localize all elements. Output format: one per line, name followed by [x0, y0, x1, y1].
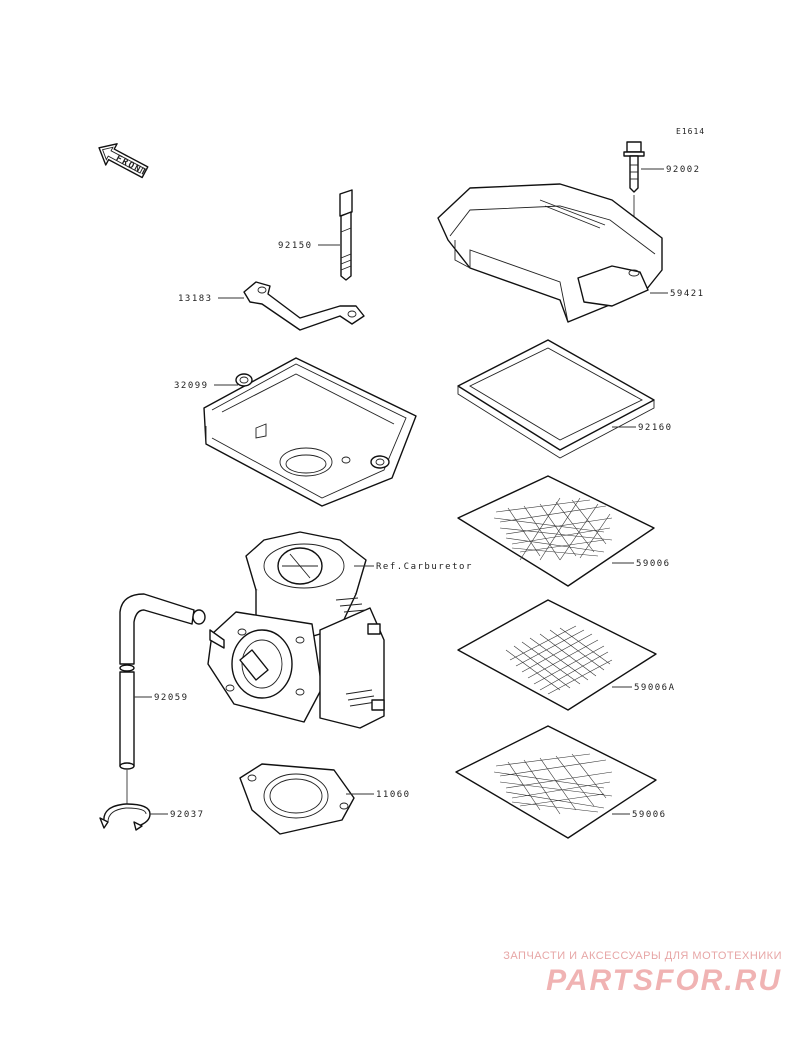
front-arrow-icon: FRONT: [98, 143, 149, 179]
screen-59006-lower: [455, 725, 657, 839]
callout-59421: 59421: [670, 289, 705, 299]
callout-59006A: 59006A: [634, 683, 676, 693]
drawing-code: E1614: [676, 127, 705, 136]
air-cleaner-cover-59421: [437, 183, 663, 323]
svg-text:FRONT: FRONT: [114, 154, 149, 179]
bracket-13183: [243, 281, 365, 331]
callout-13183: 13183: [178, 294, 213, 304]
stud-92150: [339, 189, 353, 281]
carburetor: [207, 531, 385, 729]
callout-92150: 92150: [278, 241, 313, 251]
watermark-tagline: ЗАПЧАСТИ И АКСЕССУАРЫ ДЛЯ МОТОТЕХНИКИ: [503, 950, 782, 962]
callout-92037: 92037: [170, 810, 205, 820]
callout-92160: 92160: [638, 423, 673, 433]
gasket-11060: [239, 763, 355, 835]
callout-92002: 92002: [666, 165, 701, 175]
clamp-92037: [99, 803, 151, 831]
callout-92059: 92059: [154, 693, 189, 703]
bolt-92002: [623, 141, 645, 193]
screen-59006-upper: [457, 475, 655, 587]
seal-92160: [457, 339, 655, 459]
screen-59006A: [457, 599, 657, 711]
watermark: ЗАПЧАСТИ И АКСЕССУАРЫ ДЛЯ МОТОТЕХНИКИ PA…: [503, 950, 782, 998]
callout-11060: 11060: [376, 790, 411, 800]
air-cleaner-case-32099: [203, 357, 417, 507]
callout-ref-carburetor: Ref.Carburetor: [376, 562, 473, 572]
tube-92059: [119, 593, 206, 770]
callout-59006-upper: 59006: [636, 559, 671, 569]
callout-59006-lower: 59006: [632, 810, 667, 820]
callout-32099: 32099: [174, 381, 209, 391]
watermark-logo: PARTSFOR.RU: [546, 964, 782, 997]
